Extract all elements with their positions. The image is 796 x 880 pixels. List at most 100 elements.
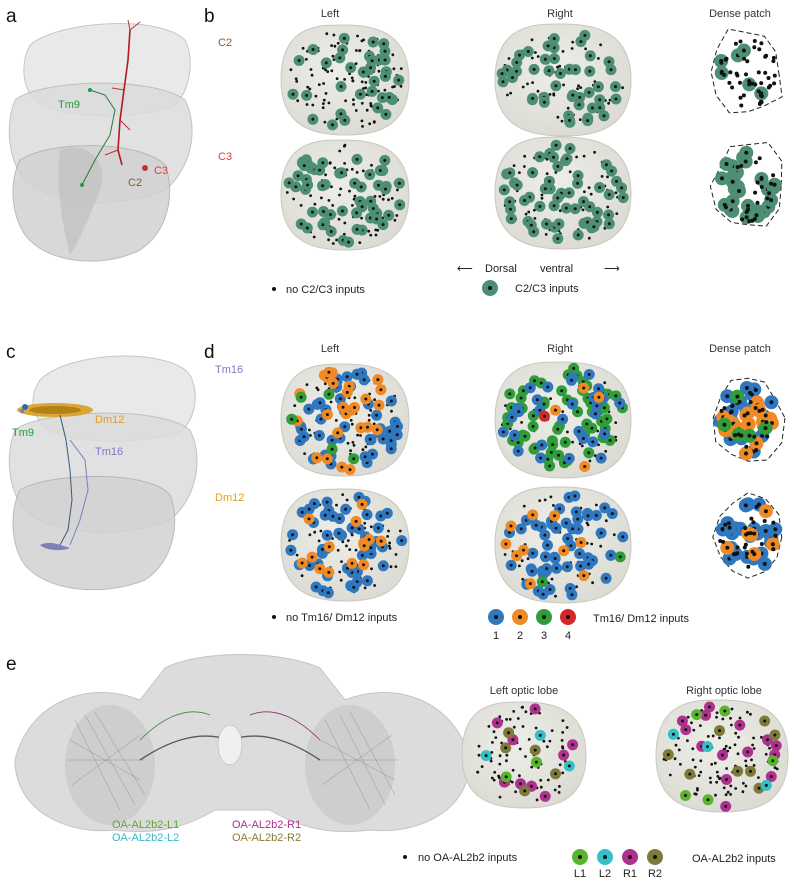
column-dot <box>738 95 743 100</box>
column-dot <box>749 712 752 716</box>
column-dot <box>752 764 756 767</box>
column-dot <box>558 209 562 213</box>
panel-letter-c: c <box>6 342 16 363</box>
column-dot <box>570 47 574 50</box>
input-marker-center <box>609 68 613 72</box>
input-marker-center <box>331 123 334 127</box>
column-dot <box>744 444 749 449</box>
column-dot <box>389 565 393 569</box>
column-dot <box>740 217 745 222</box>
input-marker-center <box>561 417 565 421</box>
column-dot <box>742 545 747 550</box>
column-dot <box>593 150 596 154</box>
column-dot <box>735 551 740 556</box>
column-dot <box>726 790 730 794</box>
input-marker-center <box>519 396 523 400</box>
input-marker-center <box>773 527 778 532</box>
input-marker-center <box>513 433 517 437</box>
column-dot <box>349 418 353 422</box>
column-dot <box>309 194 312 198</box>
column-dot <box>595 503 598 507</box>
input-marker-center <box>302 164 306 168</box>
column-dot <box>726 749 730 753</box>
column-dot <box>332 33 336 37</box>
column-dot <box>686 715 690 719</box>
input-marker-center <box>604 163 608 167</box>
column-dot <box>730 404 735 408</box>
column-dot <box>363 586 367 590</box>
column-dot <box>693 792 697 796</box>
column-dot <box>512 725 516 729</box>
column-dot <box>748 390 752 395</box>
column-dot <box>335 503 338 507</box>
input-marker-center <box>348 468 352 472</box>
column-dot <box>747 79 752 83</box>
column-dot <box>324 68 327 72</box>
column-dot <box>596 429 600 433</box>
column-dot <box>288 539 291 542</box>
column-dot <box>771 173 776 178</box>
column-dot <box>303 452 306 455</box>
input-marker-center <box>558 507 562 511</box>
input-marker-center <box>530 784 533 788</box>
input-marker-center <box>621 535 625 539</box>
input-marker-center <box>387 95 391 99</box>
input-marker-center <box>370 89 374 93</box>
column-dot <box>546 778 550 782</box>
input-marker-center <box>389 447 393 451</box>
legend-key-label-r2: R2 <box>648 868 662 880</box>
panel-d-dm12-right-map <box>494 486 632 604</box>
column-dot <box>362 87 365 90</box>
column-dot <box>305 103 309 106</box>
input-marker-center <box>581 437 585 440</box>
column-dot <box>333 166 337 170</box>
input-marker-center <box>760 433 765 438</box>
column-dot <box>536 55 540 58</box>
input-marker-center <box>375 428 379 432</box>
legend-key-marker-center <box>566 615 570 619</box>
input-marker-center <box>519 782 522 786</box>
input-marker-center <box>571 527 575 531</box>
input-marker-center <box>567 191 571 195</box>
column-dot <box>510 780 514 784</box>
column-dot <box>742 781 745 785</box>
input-marker-center <box>774 744 778 748</box>
input-marker-center <box>324 61 328 65</box>
input-marker-center <box>341 405 345 409</box>
input-marker-center <box>744 386 749 390</box>
column-dot <box>686 739 689 743</box>
input-marker-center <box>538 155 542 159</box>
column-dot <box>589 192 593 196</box>
column-dot <box>328 161 332 165</box>
column-dot <box>364 86 368 90</box>
column-dot <box>301 46 305 50</box>
column-dot <box>591 581 594 585</box>
panel-letter-a: a <box>6 6 17 27</box>
input-marker-center <box>355 372 359 376</box>
column-dot <box>345 498 349 502</box>
column-dot <box>754 448 759 452</box>
panel-e-legend-none-dot <box>403 855 407 859</box>
input-marker-center <box>557 453 561 457</box>
column-dot <box>614 191 618 195</box>
column-dot <box>542 739 546 743</box>
input-marker-center <box>521 389 525 393</box>
column-dot <box>715 711 719 715</box>
column-dot <box>393 218 397 222</box>
input-marker-center <box>287 181 291 185</box>
input-marker-center <box>763 719 767 723</box>
column-dot <box>748 400 753 405</box>
input-marker-center <box>504 542 508 546</box>
input-marker-center <box>315 456 319 460</box>
column-dot <box>723 522 728 527</box>
input-marker-center <box>365 579 369 583</box>
input-marker-center <box>501 80 505 84</box>
column-dot <box>771 59 776 64</box>
column-dot <box>348 189 351 193</box>
panel-b-axis-arrow-left: ⟵ <box>457 263 473 275</box>
column-dot <box>580 444 584 448</box>
column-dot <box>306 85 310 89</box>
input-marker-center <box>552 155 555 159</box>
column-dot <box>367 229 371 233</box>
column-dot <box>744 551 749 556</box>
